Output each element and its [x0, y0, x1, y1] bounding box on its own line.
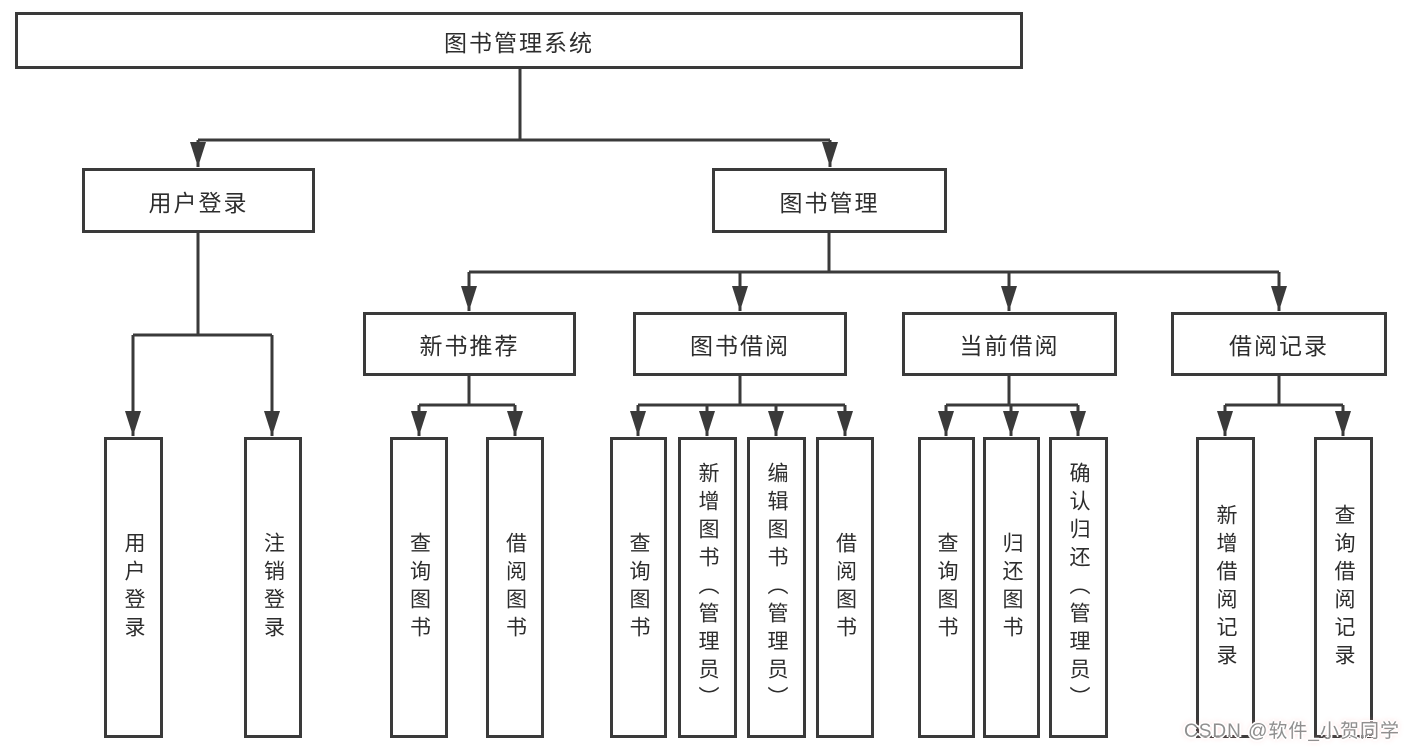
- node-label: 查询借阅记录: [1332, 503, 1355, 672]
- leaf-return-books: 归还图书: [983, 437, 1040, 738]
- node-new-book-recommend: 新书推荐: [363, 312, 576, 376]
- connector-login-to-leaves: [125, 233, 280, 436]
- leaf-logout-login: 注销登录: [244, 437, 302, 738]
- node-label: 新增图书（管理员）: [696, 461, 719, 714]
- node-current-borrow: 当前借阅: [902, 312, 1117, 376]
- leaf-borrow-books: 借阅图书: [816, 437, 874, 738]
- node-borrow-records: 借阅记录: [1171, 312, 1387, 376]
- leaf-query-books-borrow: 查询图书: [610, 437, 667, 738]
- leaf-add-borrow-record: 新增借阅记录: [1196, 437, 1255, 738]
- leaf-query-borrow-record: 查询借阅记录: [1314, 437, 1373, 738]
- node-user-login: 用户登录: [82, 168, 315, 233]
- node-library-management-system: 图书管理系统: [15, 12, 1023, 69]
- connector-records-to-leaves: [1217, 376, 1351, 436]
- node-label: 注销登录: [261, 531, 285, 644]
- node-label: 新增借阅记录: [1214, 503, 1237, 672]
- node-book-borrow: 图书借阅: [633, 312, 847, 376]
- node-label: 查询图书: [627, 531, 650, 644]
- connector-borrow-to-leaves: [630, 376, 853, 436]
- node-label: 图书借阅: [690, 333, 790, 359]
- node-label: 图书管理系统: [444, 29, 594, 56]
- node-label: 当前借阅: [959, 333, 1060, 359]
- connector-current-to-leaves: [938, 376, 1086, 436]
- leaf-borrow-books-recommend: 借阅图书: [486, 437, 544, 738]
- node-label: 借阅记录: [1229, 333, 1329, 359]
- node-label: 确认归还（管理员）: [1067, 461, 1090, 714]
- node-label: 借阅图书: [833, 531, 857, 644]
- node-label: 用户登录: [148, 189, 249, 216]
- leaf-add-books-admin: 新增图书（管理员）: [678, 437, 737, 738]
- connector-root-to-level1: [190, 69, 838, 167]
- leaf-edit-books-admin: 编辑图书（管理员）: [747, 437, 806, 738]
- leaf-query-books-current: 查询图书: [918, 437, 975, 738]
- csdn-watermark: CSDN @软件_小贺同学: [1184, 721, 1400, 742]
- node-label: 查询图书: [407, 531, 431, 644]
- connector-bookmgmt-to-level2: [461, 233, 1287, 311]
- node-label: 编辑图书（管理员）: [765, 461, 788, 714]
- node-label: 借阅图书: [503, 531, 527, 644]
- node-label: 图书管理: [779, 189, 880, 216]
- connector-recommend-to-leaves: [411, 376, 523, 436]
- leaf-user-login: 用户登录: [104, 437, 163, 738]
- leaf-confirm-return-admin: 确认归还（管理员）: [1049, 437, 1108, 738]
- node-label: 新书推荐: [419, 333, 520, 359]
- node-book-management: 图书管理: [712, 168, 947, 233]
- leaf-query-books-recommend: 查询图书: [390, 437, 448, 738]
- node-label: 归还图书: [1000, 531, 1023, 644]
- node-label: 用户登录: [122, 531, 145, 644]
- node-label: 查询图书: [935, 531, 958, 644]
